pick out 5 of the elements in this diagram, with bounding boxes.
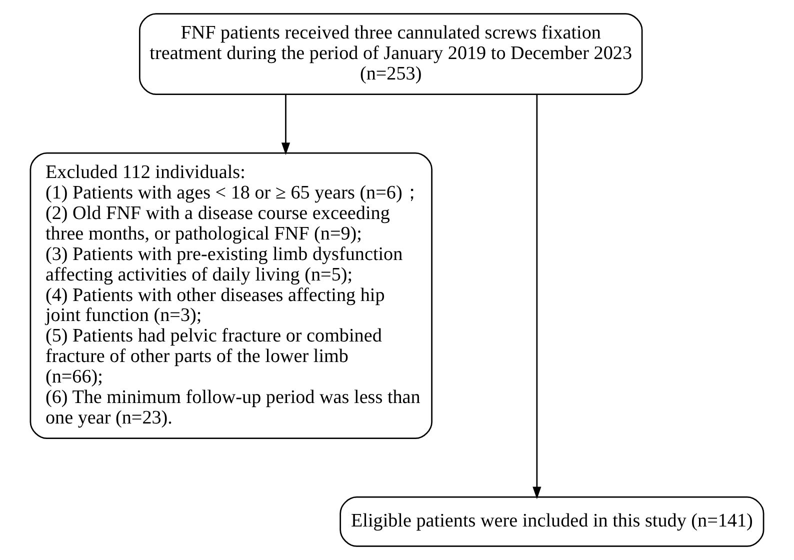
node-box: FNF patients received three cannulated screws fixation treatment during the period of January 2019 to December 2023 (n=253) [138, 13, 643, 96]
arrow [532, 94, 542, 500]
node-box: Eligible patients were included in this study (n=141) [340, 496, 764, 547]
node-box: Excluded 112 individuals: (1) Patients with ages < 18 or ≥ 65 years (n=6)； (2) Old FNF with a disease course exceeding three months, or pathological FNF (n=9); (3) Patients with pre-existing limb dysfunction affecting activities of daily living (n=5); (4) Patients with other diseases affecting hip joint function (n=3); (5) Patients had pelvic fracture or combined fracture of other parts of the lower limb (n=66); (6) The minimum follow-up period was less than one year (n=23). [30, 152, 432, 440]
arrow [281, 94, 290, 155]
